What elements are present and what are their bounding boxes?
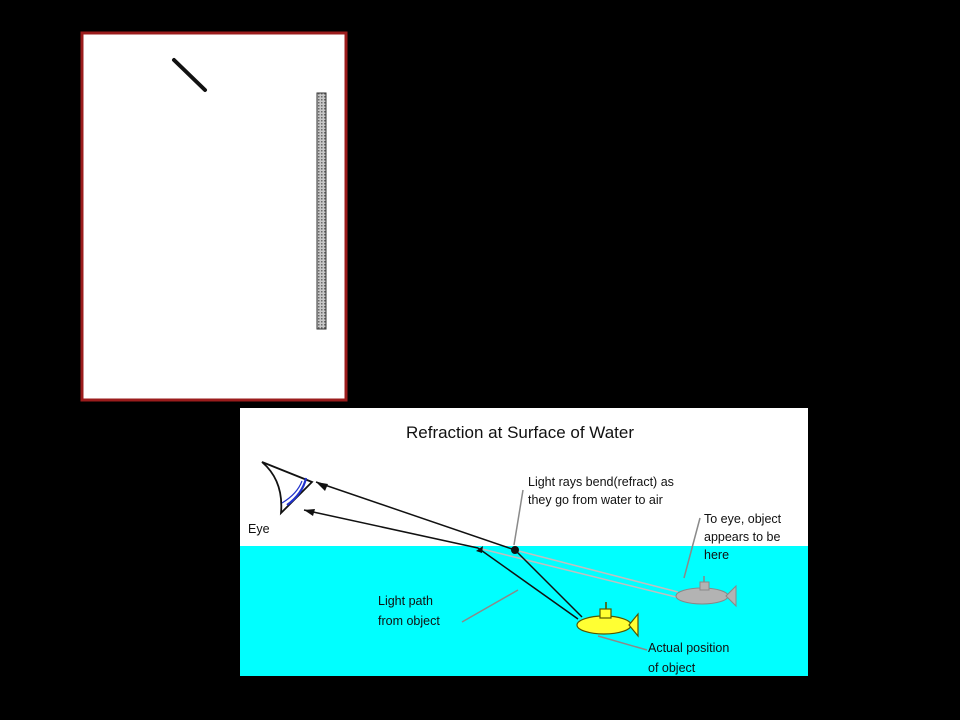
path-note: Light path from object — [378, 594, 440, 628]
bend-note: Light rays bend(refract) as they go from… — [528, 475, 677, 507]
apparent-ray-lower — [477, 547, 677, 598]
apparent-submarine-icon — [675, 576, 737, 608]
water-region — [240, 546, 808, 676]
apparent-note: To eye, object appears to be here — [704, 512, 785, 562]
actual-leader — [597, 635, 648, 651]
refraction-point-upper — [511, 546, 519, 554]
reflection-panel — [80, 31, 348, 402]
path-leader — [461, 589, 519, 623]
arrowhead-upper — [316, 482, 328, 491]
panel-frame — [80, 31, 348, 402]
diagram-title: Refraction at Surface of Water — [406, 423, 634, 442]
apparent-leader — [683, 517, 701, 579]
eye-icon — [261, 461, 314, 516]
air-ray-upper — [315, 481, 516, 551]
actual-submarine-icon — [576, 602, 639, 638]
eye-label: Eye — [248, 522, 270, 536]
refraction-point-lower — [476, 546, 483, 553]
underwater-ray-lower — [477, 547, 579, 620]
apparent-ray-upper — [514, 549, 679, 593]
sky-region — [240, 408, 808, 548]
underwater-ray-upper — [514, 549, 583, 618]
arrowhead-lower — [304, 509, 315, 516]
bend-leader — [513, 489, 524, 546]
air-ray-lower — [303, 509, 479, 549]
vertical-mirror — [316, 92, 327, 330]
actual-note: Actual position of object — [648, 641, 733, 675]
light-ray-segment — [172, 58, 207, 92]
refraction-diagram: Refraction at Surface of Water Eye — [240, 408, 808, 676]
